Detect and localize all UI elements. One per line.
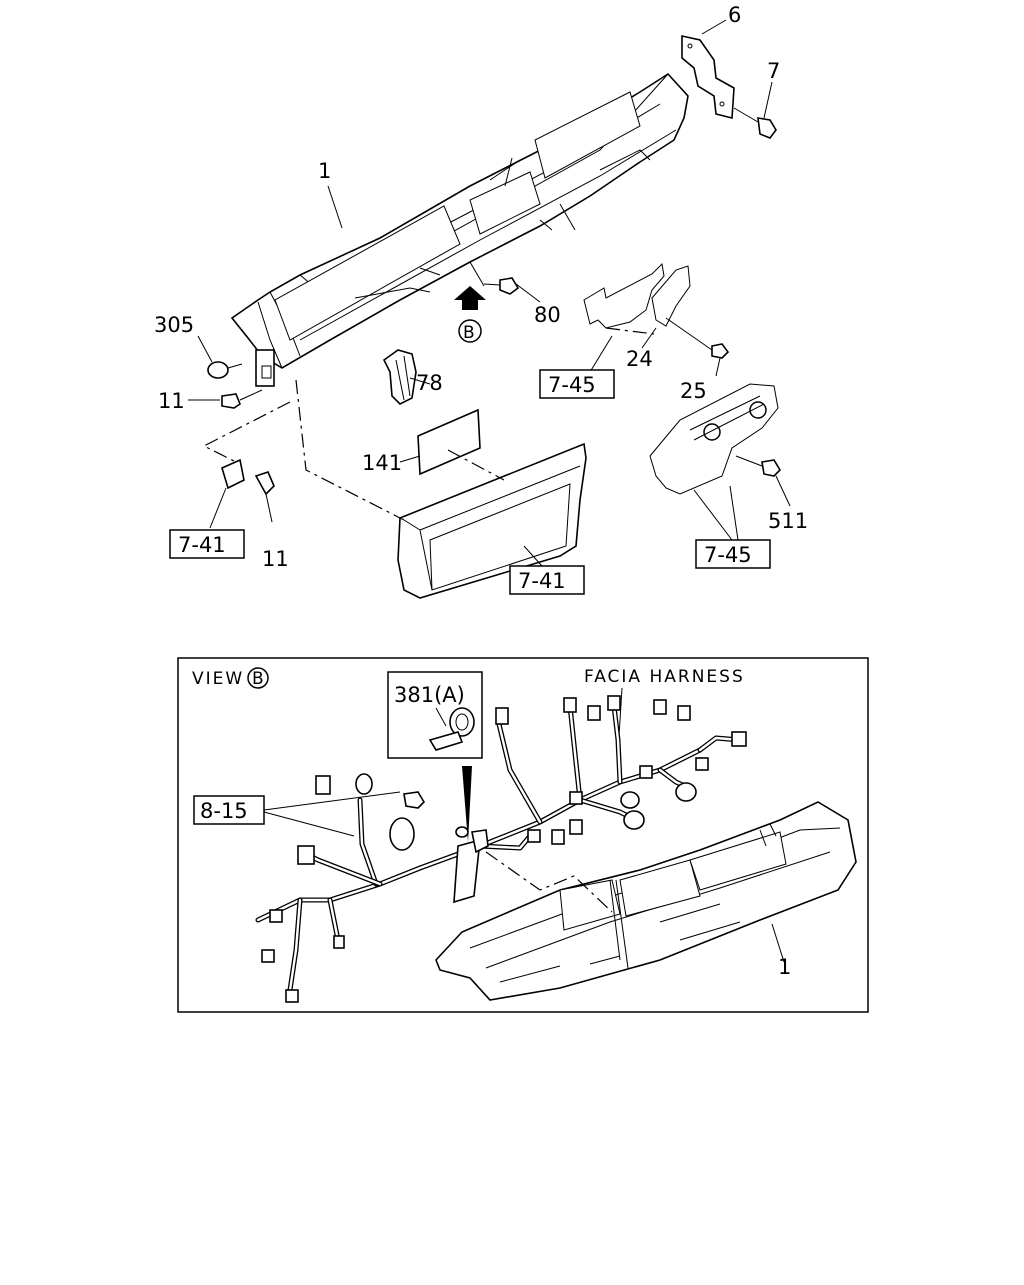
view-b-panel-part xyxy=(435,801,857,1001)
phantom-line xyxy=(202,401,291,463)
phantom-line xyxy=(485,851,613,913)
ref-815: 8-15 xyxy=(200,799,248,823)
instrument-panel-part xyxy=(230,72,689,387)
view-b-frame xyxy=(177,657,869,1013)
ref-745-upper: 7-45 xyxy=(548,373,596,397)
plate-141-part xyxy=(417,408,481,476)
clip-305-part xyxy=(207,361,243,379)
callout-11-lower: 11 xyxy=(262,547,289,571)
phantom-line xyxy=(295,379,405,521)
facia-harness-label: FACIA HARNESS xyxy=(584,667,745,687)
phantom-line xyxy=(447,449,505,481)
ref-741-right: 7-41 xyxy=(518,569,566,593)
leader-lines xyxy=(771,923,785,963)
ref-745-lower: 7-45 xyxy=(704,543,752,567)
callout-141: 141 xyxy=(362,451,402,475)
bracket-78-part xyxy=(382,349,417,405)
bolt-11-upper-part xyxy=(221,389,263,409)
clip-detail-box xyxy=(387,671,483,759)
bracket-6-part xyxy=(681,35,735,120)
clip-381-part xyxy=(428,707,475,751)
bolt-7-part xyxy=(733,107,777,139)
callout-24: 24 xyxy=(626,347,653,371)
callout-78: 78 xyxy=(416,371,443,395)
phantom-line xyxy=(605,327,655,335)
leader-lines xyxy=(263,791,401,837)
lower-panel-part xyxy=(397,442,587,599)
facia-harness-drawing xyxy=(255,695,747,1003)
callout-1-view-b: 1 xyxy=(778,955,791,979)
bolt-80-part xyxy=(483,277,520,295)
callout-511: 511 xyxy=(768,509,808,533)
small-bracket-part xyxy=(221,458,275,523)
callout-6: 6 xyxy=(728,3,741,27)
clip-label: 381(A) xyxy=(394,683,465,707)
callout-1: 1 xyxy=(318,159,331,183)
leader-lines xyxy=(188,19,791,567)
console-745-part xyxy=(649,383,782,495)
bracket-745-upper-part xyxy=(583,262,730,359)
callout-11-upper: 11 xyxy=(158,389,185,413)
ref-741-left: 7-41 xyxy=(178,533,226,557)
view-marker-text: B xyxy=(463,323,477,343)
callout-25: 25 xyxy=(680,379,707,403)
view-label: VIEW xyxy=(192,669,244,689)
view-arrow: B xyxy=(454,286,486,343)
callout-7: 7 xyxy=(767,59,780,83)
callout-305: 305 xyxy=(154,313,194,337)
view-circle-letter: B xyxy=(252,669,266,689)
callout-80: 80 xyxy=(534,303,561,327)
